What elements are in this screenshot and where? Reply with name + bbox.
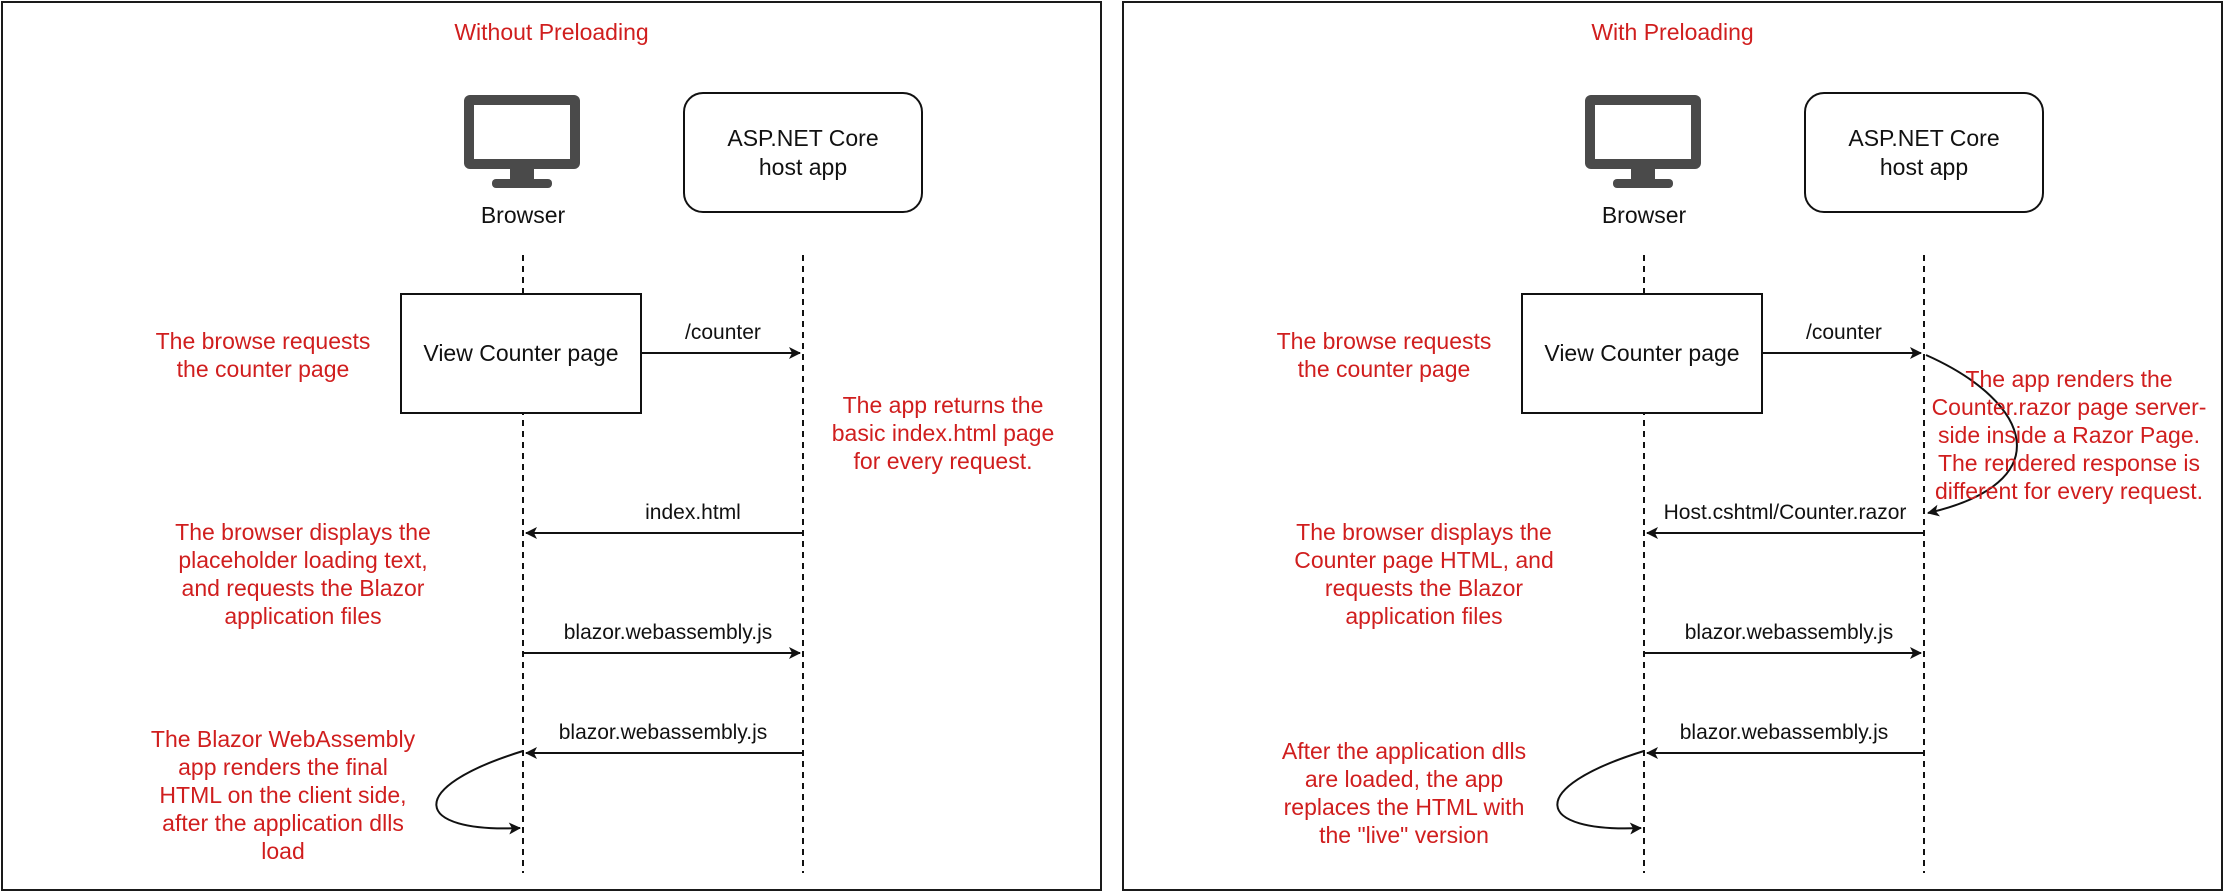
panel-title: Without Preloading bbox=[454, 19, 649, 45]
message-counter: /counter bbox=[1806, 321, 1882, 344]
host-label-line1: ASP.NET Core bbox=[727, 124, 879, 151]
host-app-box: ASP.NET Core host app bbox=[683, 92, 923, 213]
host-label-line2: host app bbox=[758, 153, 848, 180]
host-label-line2: host app bbox=[1879, 153, 1969, 180]
message-blazor-js-request: blazor.webassembly.js bbox=[563, 621, 773, 644]
client-render-loop bbox=[1556, 750, 1645, 835]
message-blazor-js-response: blazor.webassembly.js bbox=[558, 721, 768, 744]
server-render-loop bbox=[1925, 354, 2018, 517]
browser-label: Browser bbox=[1601, 202, 1687, 228]
message-blazor-js-request: blazor.webassembly.js bbox=[1684, 621, 1894, 644]
browser-label: Browser bbox=[480, 202, 566, 228]
without-preloading-panel: Without Preloading Browser ASP.NET Core … bbox=[1, 1, 1102, 891]
view-counter-box: View Counter page bbox=[1521, 293, 1763, 414]
message-host-cshtml: Host.cshtml/Counter.razor bbox=[1654, 501, 1916, 525]
browser-monitor-icon bbox=[464, 95, 580, 188]
browser-monitor-icon bbox=[1585, 95, 1701, 188]
message-counter: /counter bbox=[685, 321, 761, 344]
host-app-box: ASP.NET Core host app bbox=[1804, 92, 2044, 213]
view-counter-box: View Counter page bbox=[400, 293, 642, 414]
client-render-loop bbox=[435, 750, 524, 835]
message-index-html: index.html bbox=[645, 501, 741, 524]
message-blazor-js-response: blazor.webassembly.js bbox=[1679, 721, 1889, 744]
panel-title: With Preloading bbox=[1591, 19, 1754, 45]
host-label-line1: ASP.NET Core bbox=[1848, 124, 2000, 151]
with-preloading-panel: With Preloading Browser ASP.NET Core hos… bbox=[1122, 1, 2223, 891]
